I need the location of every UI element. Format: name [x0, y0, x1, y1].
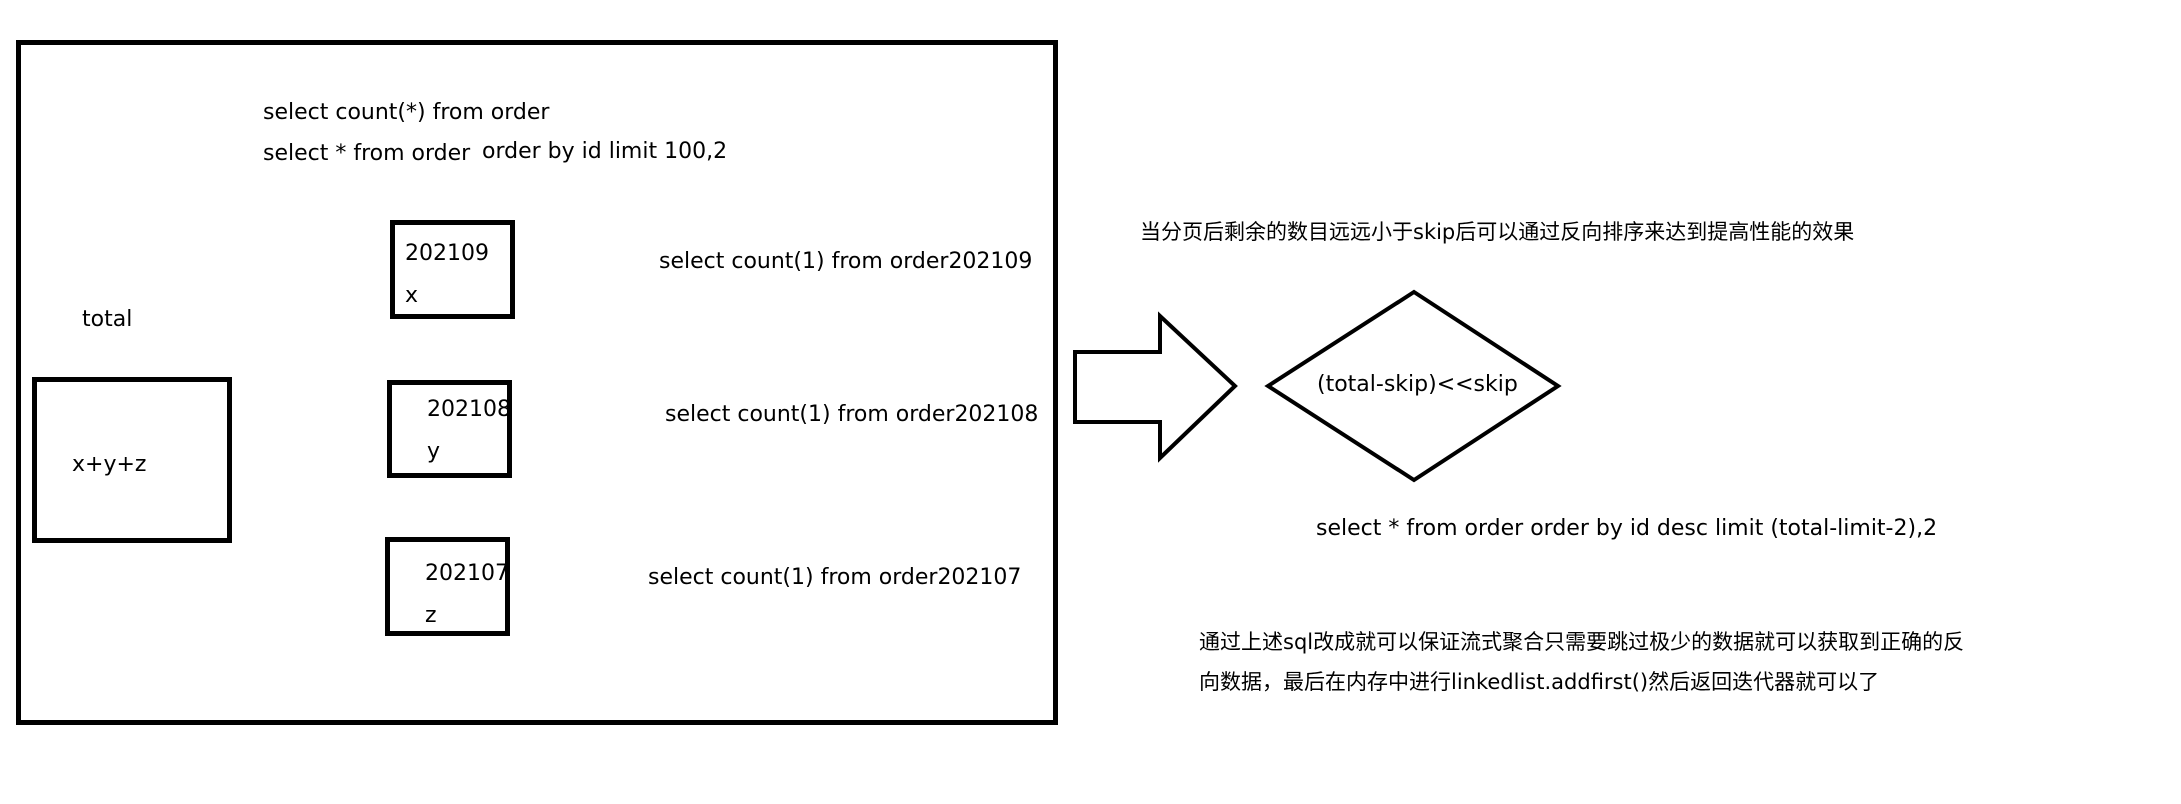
table-id-202108: 202108: [427, 397, 511, 422]
total-label: total: [82, 307, 133, 332]
query-select: select * from order: [263, 141, 471, 166]
total-box: [32, 377, 232, 543]
reverse-query: select * from order order by id desc lim…: [1316, 516, 1938, 541]
diamond-condition-text: (total-skip)<<skip: [1317, 372, 1518, 397]
table-box-202109: [390, 220, 515, 319]
table-id-202109: 202109: [405, 241, 489, 266]
total-box-text: x+y+z: [72, 452, 147, 477]
table-query-202107: select count(1) from order202107: [648, 565, 1022, 590]
table-query-202108: select count(1) from order202108: [665, 402, 1039, 427]
note-bottom-line2: 向数据，最后在内存中进行linkedlist.addfirst()然后返回迭代器…: [1199, 670, 1880, 694]
right-arrow-shape: [1073, 311, 1238, 463]
table-id-202107: 202107: [425, 561, 509, 586]
table-var-x: x: [405, 283, 419, 308]
note-bottom-line1: 通过上述sql改成就可以保证流式聚合只需要跳过极少的数据就可以获取到正确的反: [1199, 630, 1965, 654]
table-var-y: y: [427, 439, 441, 464]
table-var-z: z: [425, 603, 437, 628]
decision-diamond: [1264, 289, 1562, 483]
table-box-202107: [385, 537, 510, 636]
query-count: select count(*) from order: [263, 100, 550, 125]
table-query-202109: select count(1) from order202109: [659, 249, 1033, 274]
query-order-limit: order by id limit 100,2: [482, 139, 728, 164]
table-box-202108: [387, 380, 512, 478]
note-top: 当分页后剩余的数目远远小于skip后可以通过反向排序来达到提高性能的效果: [1140, 220, 1855, 244]
